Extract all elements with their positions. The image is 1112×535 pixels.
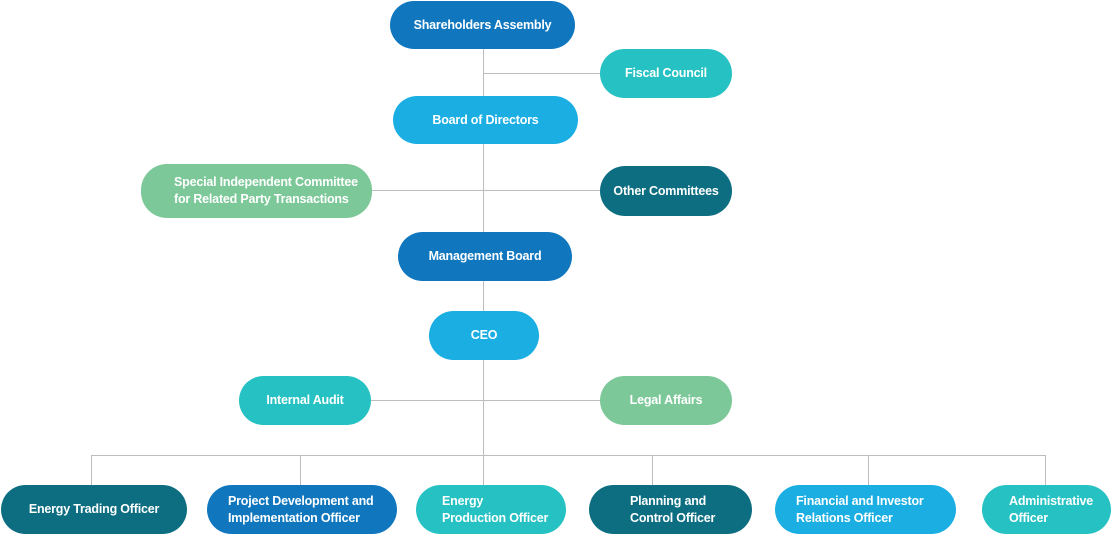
other-committees-box: Other Committees (600, 166, 732, 216)
administrative-officer-label: Administrative Officer (1009, 493, 1094, 525)
energy-trading-officer-box: Energy Trading Officer (1, 485, 187, 534)
internal-audit-label: Internal Audit (266, 393, 344, 407)
special-committee-label: Special Independent Committee for Relate… (174, 175, 358, 206)
fiscal-council-label: Fiscal Council (625, 66, 707, 80)
energy-trading-officer-label: Energy Trading Officer (28, 502, 160, 516)
ceo-box: CEO (429, 311, 539, 360)
planning-control-officer-label: Planning and Control Officer (630, 493, 716, 525)
planning-control-officer-box: Planning and Control Officer (589, 485, 752, 534)
shareholders-assembly-label: Shareholders Assembly (413, 17, 552, 32)
energy-production-officer-label: Energy Production Officer (442, 493, 549, 525)
legal-affairs-label: Legal Affairs (629, 393, 703, 407)
energy-production-officer-box: Energy Production Officer (416, 485, 566, 534)
financial-ir-officer-label: Financial and Investor Relations Officer (796, 493, 924, 525)
special-committee-box: Special Independent Committee for Relate… (141, 164, 372, 218)
fiscal-council-box: Fiscal Council (600, 49, 732, 98)
ceo-label: CEO (470, 328, 498, 342)
internal-audit-box: Internal Audit (239, 376, 371, 425)
board-of-directors-label: Board of Directors (432, 112, 539, 127)
financial-ir-officer-box: Financial and Investor Relations Officer (775, 485, 956, 534)
legal-affairs-box: Legal Affairs (600, 376, 732, 425)
other-committees-label: Other Committees (613, 183, 719, 198)
management-board-box: Management Board (398, 232, 572, 281)
board-of-directors-box: Board of Directors (393, 96, 578, 144)
shareholders-assembly-box: Shareholders Assembly (390, 1, 575, 49)
management-board-label: Management Board (428, 249, 542, 263)
project-development-officer-label: Project Development and Implementation O… (228, 493, 374, 525)
project-development-officer-box: Project Development and Implementation O… (207, 485, 397, 534)
administrative-officer-box: Administrative Officer (982, 485, 1111, 534)
